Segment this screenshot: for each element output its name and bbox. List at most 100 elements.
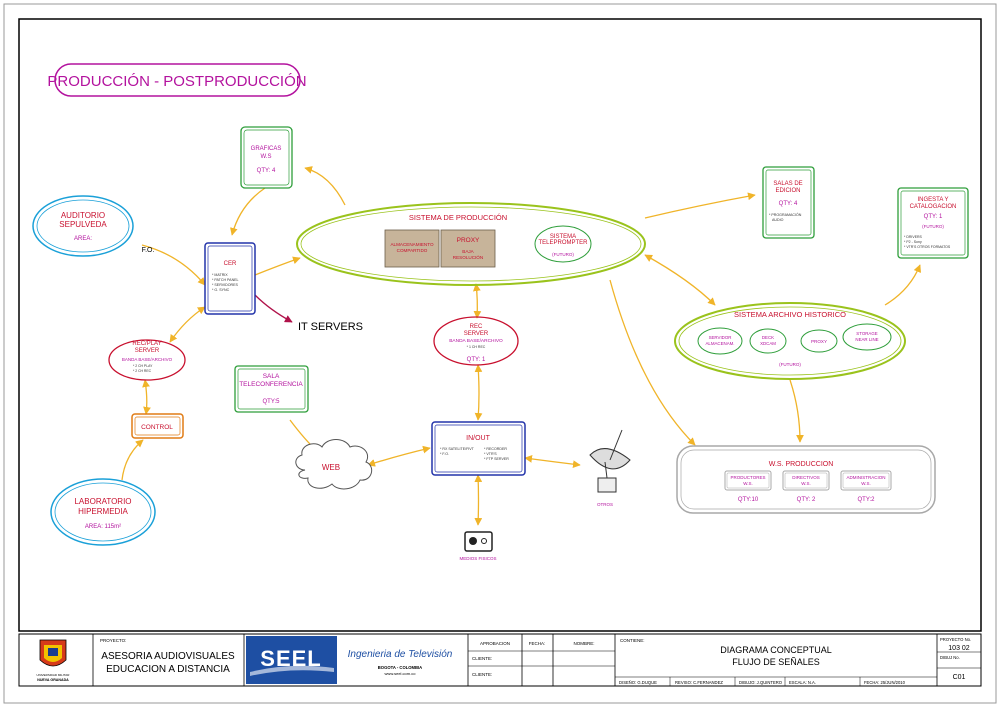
- ws-outline: [676, 445, 936, 514]
- deck-outline: [749, 328, 787, 354]
- ingesta-inner-outline: [900, 190, 966, 256]
- medios-label: MEDIOS FISICOS: [459, 556, 496, 561]
- sala-tele-inner-outline: [237, 368, 306, 410]
- control-inner-outline: [134, 416, 181, 436]
- inout-medios: [474, 474, 483, 526]
- inout-otros: [524, 455, 581, 469]
- auditorio-area: AREA:: [74, 236, 92, 242]
- graficas-to-cer: [230, 187, 266, 236]
- produccion-to-ws: [609, 279, 696, 446]
- ws-inner-outline: [680, 449, 932, 510]
- auditorio-to-cer: [141, 244, 206, 286]
- inout-outline: [431, 421, 526, 476]
- administracion-box: [840, 470, 892, 491]
- recplay-sub: BANDA BASE/ARCHIVO: [122, 357, 173, 362]
- tb-web: www.seel.com.co: [385, 671, 417, 676]
- tb-city: BOGOTA - COLOMBIA: [378, 665, 422, 670]
- cer-label: CER: [224, 261, 237, 267]
- administracion-inner-box: [842, 472, 890, 489]
- archivo-proxy-label: PROXY: [811, 339, 827, 344]
- produccion-to-salas: [644, 192, 756, 219]
- inout-inner-outline: [434, 424, 523, 473]
- laboratorio-outline: [50, 478, 156, 546]
- recplay-control: [142, 379, 151, 415]
- ingesta-futuro: (FUTURO): [922, 224, 944, 229]
- control-label: CONTROL: [141, 424, 173, 431]
- cer-items: * MATRIX * PATCH PANEL * SERVIDORES * G.…: [212, 273, 239, 292]
- archivo-inner-outline: [678, 306, 902, 376]
- laboratorio-area: AREA: 115m²: [85, 524, 121, 530]
- archivo-to-ingesta: [884, 264, 922, 306]
- seel-wordmark: SEEL: [260, 646, 321, 671]
- recserver-inout: [474, 364, 483, 421]
- tb-proyecto-line1: ASESORIA AUDIOVISUALES: [101, 651, 235, 662]
- lab-to-control: [121, 439, 144, 481]
- ws-label: W.S. PRODUCCION: [769, 461, 834, 468]
- proxy-box: [440, 229, 496, 268]
- archivo-futuro: (FUTURO): [779, 362, 801, 367]
- drawing-frame: [18, 18, 982, 632]
- servidor-outline: [697, 327, 743, 355]
- diagram-title: PRODUCCIÓN - POSTPRODUCCIÓN: [47, 73, 306, 90]
- graficas-outline: [240, 126, 293, 189]
- tb-aprobacion: APROBACION: [480, 641, 510, 646]
- inout-web: [367, 445, 431, 467]
- archivo-to-ws: [789, 379, 804, 443]
- satellite-dish-icon: [589, 429, 631, 493]
- graficas-inner-outline: [243, 129, 290, 186]
- rec-server-sub: BANDA BASE/ARCHIVO: [449, 338, 503, 344]
- tb-proyecto-no: 103 02: [948, 645, 970, 652]
- seal-text-1: UNIVERSIDAD MILITAR: [37, 673, 71, 677]
- tb-contenido-1: DIAGRAMA CONCEPTUAL: [720, 645, 832, 655]
- tb-nombre-label: NOMBRE:: [573, 641, 594, 646]
- tb-cliente-1: CLIENTE:: [472, 656, 492, 661]
- tb-escala: ESCALA: N.A.: [789, 680, 816, 685]
- seel-bg: [246, 636, 337, 684]
- tb-contiene-label: CONTIENE:: [620, 638, 645, 643]
- cer-to-produccion: [254, 256, 301, 276]
- tb-dibujo-no-label: DIBUJ No.: [940, 655, 960, 660]
- tape-reel-right: [481, 538, 487, 544]
- tb-proyecto-no-label: PROYECTO No.: [940, 637, 971, 642]
- cer-outline: [204, 242, 256, 315]
- sala-tele-outline: [234, 365, 309, 413]
- web-cloud: [295, 439, 373, 490]
- proxy-label: PROXY: [457, 237, 480, 244]
- title-block-frame: [18, 633, 982, 687]
- produccion-outline: [296, 202, 646, 286]
- salas-outline: [762, 166, 815, 239]
- auditorio-inner-outline: [36, 199, 130, 253]
- tb-ingenieria: Ingenieria de Televisión: [348, 649, 453, 660]
- salas-inner-outline: [765, 169, 812, 236]
- laboratorio-inner-outline: [54, 482, 152, 542]
- inout-col1: * RX SATELITE/FIVT * F.O.: [440, 447, 475, 456]
- tb-contenido-2: FLUJO DE SEÑALES: [732, 657, 820, 667]
- otros-node: OTROS: [589, 429, 631, 507]
- archivo-label: SISTEMA ARCHIVO HISTORICO: [734, 310, 846, 319]
- directivos-inner-box: [784, 472, 828, 489]
- seel-swoosh: [250, 665, 334, 676]
- dish-base: [597, 477, 617, 493]
